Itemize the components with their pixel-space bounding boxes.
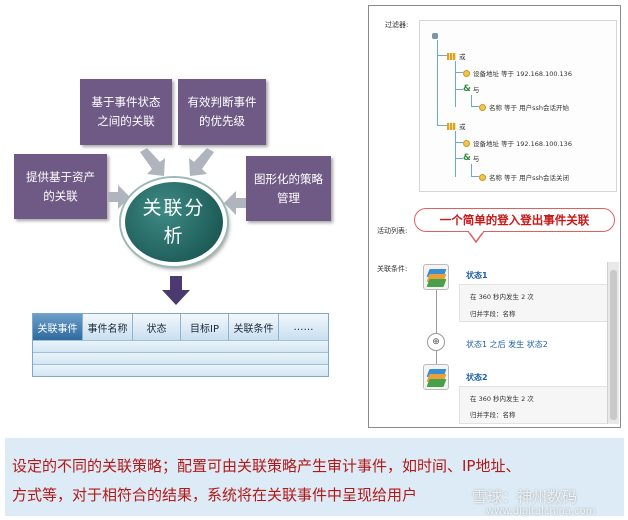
state-connector-line <box>436 351 437 365</box>
tree-node-label: 名称 等于 用户ssh会话开始 <box>489 104 570 112</box>
filter-label: 过滤器: <box>385 21 409 29</box>
transition-icon[interactable]: ⊕ <box>427 333 445 351</box>
table-header: 关联事件 事件名称 状态 目标IP 关联条件 …… <box>33 314 328 340</box>
condition-icon <box>479 173 486 181</box>
tree-root-node[interactable] <box>432 33 440 39</box>
tree-line <box>437 40 438 126</box>
table-row <box>33 340 328 352</box>
state1-merge-field: 归并字段：名称 <box>470 310 516 318</box>
and-operator-icon: & <box>463 153 471 163</box>
caption-box <box>5 438 624 516</box>
table-header-cell: 关联事件 <box>33 314 83 340</box>
tree-node-condition[interactable]: 设备地址 等于 192.168.100.136 <box>463 68 572 78</box>
state1-title[interactable]: 状态1 <box>466 271 488 280</box>
caption-line-2: 方式等，对于相符合的结果，系统将在关联事件中呈现给用户 <box>12 486 418 504</box>
arrow-from-top-left <box>140 148 165 176</box>
database-icon <box>432 33 438 39</box>
layer-shape <box>426 379 447 387</box>
table-row <box>33 352 328 364</box>
table-header-cell: 目标IP <box>181 314 229 340</box>
vertical-scrollbar[interactable] <box>607 262 619 424</box>
condition-icon <box>463 69 470 77</box>
table-header-cell: 关联条件 <box>229 314 279 340</box>
feature-box-asset-correlation: 提供基于资产 的关联 <box>14 154 107 219</box>
correlation-event-table: 关联事件 事件名称 状态 目标IP 关联条件 …… <box>32 313 329 377</box>
tree-node-label: 与 <box>472 86 480 94</box>
tree-line <box>471 176 479 177</box>
watermark-url: www.digitalchina.com <box>486 506 596 517</box>
tree-line <box>471 95 472 107</box>
table-header-cell: 事件名称 <box>83 314 133 340</box>
transition-text: 状态1 之后 发生 状态2 <box>466 340 548 349</box>
state1-card <box>459 284 619 322</box>
table-row <box>33 364 328 376</box>
tree-node-label: 与 <box>472 155 480 163</box>
tree-line <box>455 72 463 73</box>
watermark-logo: 雪球：神州数码 <box>472 488 578 506</box>
tree-node-or[interactable]: 或 <box>447 121 466 131</box>
feature-box-state-correlation: 基于事件状态 之间的关联 <box>80 79 172 145</box>
arrow-from-top-right <box>189 148 214 176</box>
tree-line <box>455 142 463 143</box>
table-header-cell: 状态 <box>133 314 181 340</box>
state2-title[interactable]: 状态2 <box>466 373 488 382</box>
state2-frequency: 在 360 秒内发生 2 次 <box>470 395 534 403</box>
tree-node-and[interactable]: &与 <box>463 84 479 94</box>
feature-box-priority: 有效判断事件 的优先级 <box>178 79 266 145</box>
tree-line <box>471 164 472 177</box>
arrow-from-left <box>108 185 130 209</box>
tree-node-condition[interactable]: 设备地址 等于 192.168.100.136 <box>463 138 572 148</box>
caption-line-1: 设定的不同的关联策略；配置可由关联策略产生审计事件，如时间、IP地址、 <box>12 457 521 475</box>
condition-icon <box>479 103 486 111</box>
feature-box-graphic-policy: 图形化的策略 管理 <box>246 156 331 221</box>
tree-node-label: 设备地址 等于 192.168.100.136 <box>473 140 572 148</box>
state2-layers-icon[interactable] <box>423 364 449 390</box>
state-connector-line <box>436 290 437 333</box>
correlation-condition-label: 关联条件: <box>377 265 408 273</box>
callout-pointer <box>468 231 485 243</box>
table-header-cell: …… <box>279 314 328 340</box>
tree-line <box>455 158 463 159</box>
arrow-from-right <box>224 191 246 215</box>
tree-node-or[interactable]: 或 <box>447 51 466 61</box>
state1-frequency: 在 360 秒内发生 2 次 <box>470 293 534 301</box>
condition-icon <box>463 139 470 147</box>
state1-layers-icon[interactable] <box>423 264 449 290</box>
state2-merge-field: 归并字段：名称 <box>470 411 516 419</box>
and-operator-icon: & <box>463 84 471 94</box>
tree-node-label: 设备地址 等于 192.168.100.136 <box>473 70 572 78</box>
tree-line <box>437 55 447 56</box>
tree-node-condition[interactable]: 名称 等于 用户ssh会话关闭 <box>479 172 569 182</box>
scrollbar-thumb[interactable] <box>610 270 617 420</box>
layer-shape <box>426 279 447 287</box>
tree-node-label: 或 <box>459 123 466 131</box>
down-arrow-icon <box>162 276 190 305</box>
tree-node-condition[interactable]: 名称 等于 用户ssh会话开始 <box>479 102 569 112</box>
state2-card <box>459 386 619 424</box>
tree-node-label: 或 <box>459 53 466 61</box>
tree-line <box>471 106 479 107</box>
correlation-analysis-circle: 关联分 析 <box>121 178 227 266</box>
activity-list-label: 活动列表: <box>377 227 408 235</box>
tree-line <box>455 61 456 107</box>
tree-line <box>437 125 447 126</box>
filter-tree-box <box>419 20 617 192</box>
tree-node-and[interactable]: &与 <box>463 153 479 163</box>
tree-node-label: 名称 等于 用户ssh会话关闭 <box>489 174 570 182</box>
login-logout-callout: 一个简单的登入登出事件关联 <box>414 208 615 232</box>
or-operator-icon <box>447 122 456 130</box>
tree-line <box>455 89 463 90</box>
or-operator-icon <box>447 52 456 60</box>
tree-line <box>455 131 456 177</box>
